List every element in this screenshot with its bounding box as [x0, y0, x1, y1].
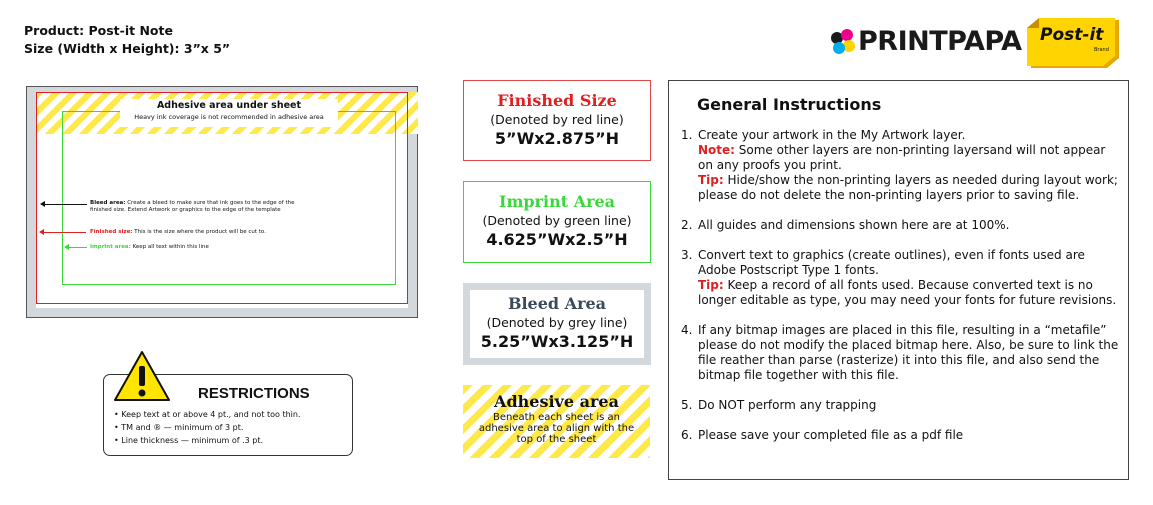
instruction-number: 3.: [681, 248, 693, 262]
imprint-area-subtitle: (Denoted by green line): [482, 213, 632, 228]
bleed-arrow-line: [45, 204, 87, 205]
instruction-text: Please save your completed file as a pdf…: [698, 428, 964, 442]
instruction-item: 5. Do NOT perform any trapping: [681, 398, 1121, 413]
postit-brand-text: Brand: [1094, 47, 1109, 53]
bleed-note: Bleed area: Create a bleed to make sure …: [90, 200, 305, 214]
product-size: Size (Width x Height): 3”x 5”: [24, 41, 231, 56]
instruction-number: 6.: [681, 428, 693, 442]
restrictions-title: RESTRICTIONS: [198, 385, 310, 402]
instruction-text: If any bitmap images are placed in this …: [698, 323, 1119, 382]
imprint-area-dimensions: 4.625”Wx2.5”H: [486, 230, 628, 249]
finished-size-dimensions: 5”Wx2.875”H: [494, 129, 620, 148]
instruction-number: 2.: [681, 218, 693, 232]
postit-logo-icon: [1027, 18, 1119, 68]
postit-logo-text: Post-it: [1040, 25, 1104, 45]
adhesive-label-title: Adhesive area under sheet: [156, 100, 302, 111]
instruction-text: All guides and dimensions shown here are…: [698, 218, 1010, 232]
imprint-arrow-icon: [64, 244, 69, 250]
bleed-note-text: Create a bleed to make sure that ink goe…: [90, 200, 295, 213]
general-instructions-title: General Instructions: [697, 95, 882, 114]
warning-icon: [114, 351, 170, 401]
imprint-note-text: Keep all text within this line: [132, 244, 209, 250]
adhesive-area-description: Beneath each sheet is an adhesive area t…: [478, 412, 635, 445]
imprint-area-title: Imprint Area: [498, 192, 616, 211]
instruction-note-label: Note:: [698, 143, 735, 157]
imprint-note-label: Imprint area:: [90, 244, 131, 250]
instruction-number: 4.: [681, 323, 693, 337]
instruction-tip-text: Hide/show the non-printing layers as nee…: [698, 173, 1118, 202]
restriction-item: TM and ® — minimum of 3 pt.: [114, 421, 301, 434]
adhesive-area-title: Adhesive area: [494, 392, 619, 411]
restrictions-list: Keep text at or above 4 pt., and not too…: [114, 408, 301, 447]
restriction-item: Line thickness — minimum of .3 pt.: [114, 434, 301, 447]
instruction-item: 4. If any bitmap images are placed in th…: [681, 323, 1121, 383]
instruction-item: 6. Please save your completed file as a …: [681, 428, 1121, 443]
finished-note: Finished size: This is the size where th…: [90, 229, 350, 236]
bleed-area-legend: Bleed Area (Denoted by grey line) 5.25”W…: [463, 283, 651, 365]
printpapa-logo-icon: [831, 29, 855, 54]
finished-size-title: Finished Size: [497, 91, 617, 110]
instruction-number: 1.: [681, 128, 693, 142]
adhesive-area-legend: Adhesive area Beneath each sheet is an a…: [463, 385, 650, 458]
instruction-note-text: Some other layers are non-printing layer…: [698, 143, 1106, 172]
adhesive-label-box: Adhesive area under sheet Heavy ink cove…: [120, 99, 338, 127]
restriction-item: Keep text at or above 4 pt., and not too…: [114, 408, 300, 421]
imprint-area-legend: Imprint Area (Denoted by green line) 4.6…: [463, 181, 651, 263]
instruction-text: Do NOT perform any trapping: [698, 398, 877, 412]
instruction-tip-text: Keep a record of all fonts used. Because…: [698, 278, 1117, 307]
bleed-area-dimensions: 5.25”Wx3.125”H: [480, 332, 634, 351]
bleed-arrow-icon: [40, 201, 45, 207]
imprint-arrow-line: [69, 247, 87, 248]
finished-note-label: Finished size:: [90, 229, 133, 235]
finished-size-subtitle: (Denoted by red line): [490, 112, 624, 127]
printpapa-logo-text: PRINTPAPA: [858, 26, 1022, 57]
instruction-text: Convert text to graphics (create outline…: [698, 248, 1085, 277]
adhesive-label-subtitle: Heavy ink coverage is not recommended in…: [134, 113, 324, 121]
instruction-item: 1. Create your artwork in the My Artwork…: [681, 128, 1121, 203]
instruction-number: 5.: [681, 398, 693, 412]
instruction-tip-label: Tip:: [698, 278, 724, 292]
product-name: Product: Post-it Note: [24, 23, 173, 38]
finished-arrow-line: [44, 232, 86, 233]
finished-note-text: This is the size where the product will …: [134, 229, 266, 235]
instruction-text: Create your artwork in the My Artwork la…: [698, 128, 966, 142]
bleed-note-label: Bleed area:: [90, 200, 126, 206]
imprint-note: Imprint area: Keep all text within this …: [90, 244, 340, 251]
imprint-area-line: [62, 111, 396, 285]
instructions-list: 1. Create your artwork in the My Artwork…: [681, 128, 1121, 458]
instruction-tip-label: Tip:: [698, 173, 724, 187]
general-instructions-box: [668, 80, 1129, 480]
finished-size-line: [36, 92, 408, 304]
instruction-item: 3. Convert text to graphics (create outl…: [681, 248, 1121, 308]
finished-arrow-icon: [39, 229, 44, 235]
bleed-area-subtitle: (Denoted by grey line): [486, 315, 628, 330]
instruction-item: 2. All guides and dimensions shown here …: [681, 218, 1121, 233]
bleed-area-title: Bleed Area: [507, 294, 607, 313]
finished-size-legend: Finished Size (Denoted by red line) 5”Wx…: [463, 80, 651, 161]
